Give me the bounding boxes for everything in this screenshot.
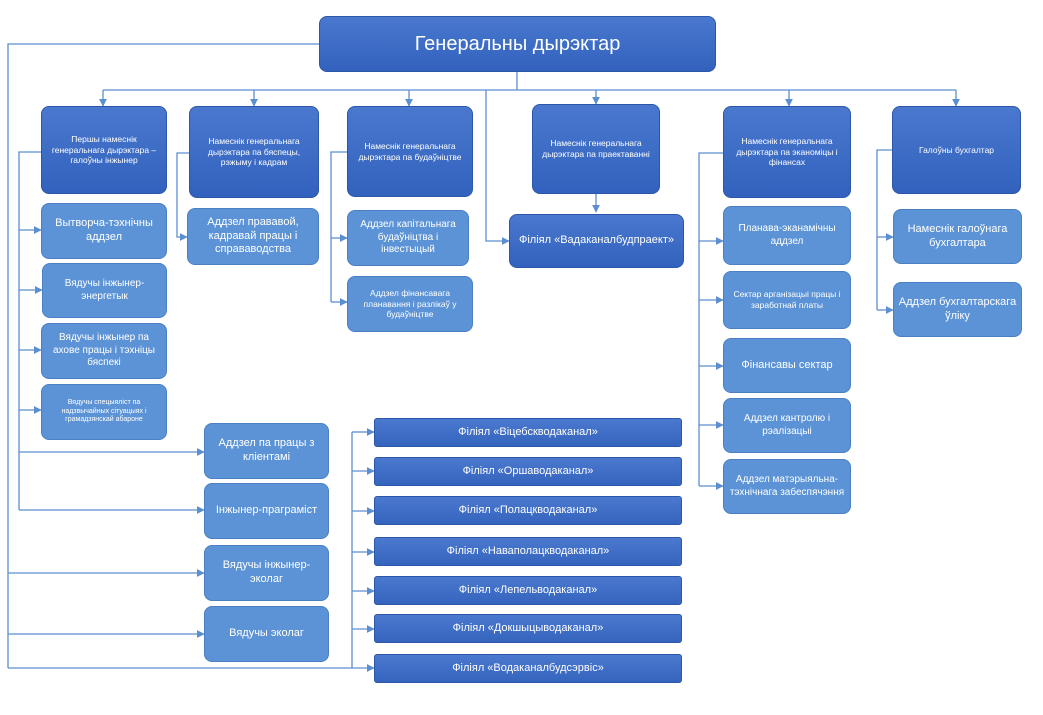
legal-personnel-dept-box: Аддзел прававой, кадравай працы і справа… [187, 208, 319, 265]
legal-personnel-dept-label: Аддзел прававой, кадравай працы і справа… [207, 215, 299, 256]
branch-polatsk-label: Філіял «Полацкводаканал» [458, 503, 598, 516]
lead-eco-engineer-label: Вядучы інжынер-эколаг [222, 559, 311, 585]
lead-power-engineer-box: Вядучы інжынер-энергетык [42, 263, 167, 318]
logistics-dept-box: Аддзел матэрыяльна-тэхнічнага забеспячэн… [723, 459, 851, 514]
first-deputy-box: Першы намеснік генеральнага дырэктара – … [41, 106, 167, 194]
branch-vitsebsk-label: Філіял «Віцебскводаканал» [458, 425, 598, 438]
software-engineer-box: Інжынер-праграміст [204, 483, 329, 539]
production-technical-dept-box: Вытворча-тэхнічны аддзел [41, 203, 167, 259]
construction-deputy-box: Намеснік генеральнага дырэктара па будаў… [347, 106, 473, 197]
control-sales-dept-box: Аддзел кантролю і рэалізацыі [723, 398, 851, 453]
software-engineer-label: Інжынер-праграміст [215, 504, 318, 517]
branch-navapolatsk-box: Філіял «Наваполацкводаканал» [374, 537, 682, 566]
logistics-dept-label: Аддзел матэрыяльна-тэхнічнага забеспячэн… [729, 474, 845, 498]
labor-organization-sector-label: Сектар арганізацыі працы і заработнай пл… [733, 289, 841, 310]
general-director-box: Генеральны дырэктар [319, 16, 716, 72]
client-relations-dept-box: Аддзел па працы з кліентамі [204, 423, 329, 479]
branch-vodokanalbudservis-label: Філіял «Водаканалбудсэрвіс» [452, 661, 604, 674]
chief-accountant-label: Галоўны бухгалтар [918, 144, 995, 155]
branch-vodokanalbudproekt-label: Філіял «Вадаканалбудпраект» [518, 234, 674, 247]
general-director-label: Генеральны дырэктар [414, 32, 621, 55]
branch-polatsk-box: Філіял «Полацкводаканал» [374, 496, 682, 525]
capital-construction-dept-label: Аддзел капітальнага будаўніцтва і інвест… [360, 219, 456, 256]
deputy-chief-accountant-box: Намеснік галоўнага бухгалтара [893, 209, 1022, 264]
construction-deputy-label: Намеснік генеральнага дырэктара па будаў… [358, 140, 462, 162]
lead-eco-engineer-box: Вядучы інжынер-эколаг [204, 545, 329, 601]
security-deputy-box: Намеснік генеральнага дырэктара па бяспе… [189, 106, 319, 198]
branch-orsha-label: Філіял «Оршаводаканал» [462, 464, 594, 477]
financial-planning-dept-label: Аддзел фінансавага планавання і разлікаў… [363, 288, 457, 320]
emergency-specialist-label: Вядучы спецыяліст па надзвычайных сітуац… [61, 398, 147, 424]
planning-economic-dept-label: Планава-эканамічны аддзел [738, 223, 836, 247]
design-deputy-label: Намеснік генеральнага дырэктара па праек… [542, 138, 650, 159]
deputy-chief-accountant-label: Намеснік галоўнага бухгалтара [907, 222, 1008, 249]
finance-sector-label: Фінансавы сектар [741, 358, 833, 371]
economics-deputy-box: Намеснік генеральнага дырэктара па экано… [723, 106, 851, 198]
branch-dokshytsy-label: Філіял «Докшыцыводаканал» [452, 621, 604, 634]
branch-vodokanalbudproekt-box: Філіял «Вадаканалбудпраект» [509, 214, 684, 268]
economics-deputy-label: Намеснік генеральнага дырэктара па экано… [736, 136, 838, 168]
accounting-dept-label: Аддзел бухгалтарскага ўліку [898, 295, 1017, 322]
emergency-specialist-box: Вядучы спецыяліст па надзвычайных сітуац… [41, 384, 167, 440]
lead-ecologist-label: Вядучы эколаг [229, 627, 304, 640]
branch-navapolatsk-label: Філіял «Наваполацкводаканал» [446, 544, 610, 557]
financial-planning-dept-box: Аддзел фінансавага планавання і разлікаў… [347, 276, 473, 332]
labor-organization-sector-box: Сектар арганізацыі працы і заработнай пл… [723, 271, 851, 329]
branch-lepel-label: Філіял «Лепельводаканал» [458, 583, 598, 596]
design-deputy-box: Намеснік генеральнага дырэктара па праек… [532, 104, 660, 194]
lead-power-engineer-label: Вядучы інжынер-энергетык [64, 278, 145, 302]
security-deputy-label: Намеснік генеральнага дырэктара па бяспе… [207, 136, 301, 168]
accounting-dept-box: Аддзел бухгалтарскага ўліку [893, 282, 1022, 337]
production-technical-dept-label: Вытворча-тэхнічны аддзел [55, 217, 153, 243]
branch-orsha-box: Філіял «Оршаводаканал» [374, 457, 682, 486]
lead-ecologist-box: Вядучы эколаг [204, 606, 329, 662]
branch-dokshytsy-box: Філіял «Докшыцыводаканал» [374, 614, 682, 643]
client-relations-dept-label: Аддзел па працы з кліентамі [218, 437, 315, 463]
lead-safety-engineer-box: Вядучы інжынер па ахове працы і тэхніцы … [41, 323, 167, 379]
chief-accountant-box: Галоўны бухгалтар [892, 106, 1021, 194]
first-deputy-label: Першы намеснік генеральнага дырэктара – … [51, 134, 157, 166]
branch-vitsebsk-box: Філіял «Віцебскводаканал» [374, 418, 682, 447]
control-sales-dept-label: Аддзел кантролю і рэалізацыі [743, 413, 831, 437]
planning-economic-dept-box: Планава-эканамічны аддзел [723, 206, 851, 265]
branch-vodokanalbudservis-box: Філіял «Водаканалбудсэрвіс» [374, 654, 682, 683]
lead-safety-engineer-label: Вядучы інжынер па ахове працы і тэхніцы … [52, 332, 155, 369]
finance-sector-box: Фінансавы сектар [723, 338, 851, 393]
branch-lepel-box: Філіял «Лепельводаканал» [374, 576, 682, 605]
capital-construction-dept-box: Аддзел капітальнага будаўніцтва і інвест… [347, 210, 469, 266]
